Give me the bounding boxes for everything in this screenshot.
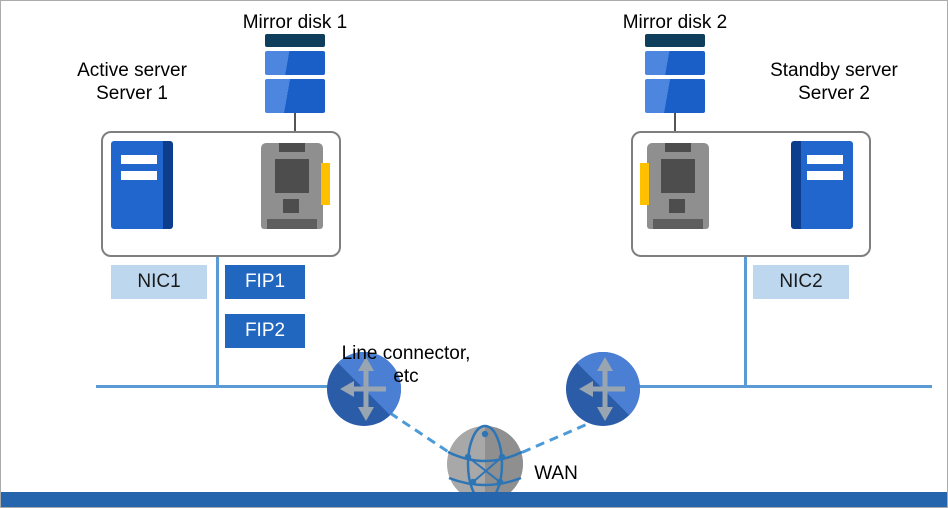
nic1-badge: NIC1 <box>111 265 207 299</box>
card-chip-icon <box>669 199 685 213</box>
tower-slot-icon <box>807 171 843 180</box>
server-1-box <box>101 131 341 257</box>
disk-slab-icon <box>265 79 325 113</box>
lan-segment-left <box>96 385 329 388</box>
line-connector-right-icon <box>565 351 641 427</box>
disk-slab-icon <box>645 79 705 113</box>
card-yellow-tab-icon <box>640 163 649 205</box>
fip1-badge: FIP1 <box>225 265 305 299</box>
disk-slab-icon <box>265 34 325 47</box>
card-base-icon <box>653 219 703 229</box>
disk-cable-1 <box>294 113 296 146</box>
active-server-label-line1: Active server <box>77 60 187 81</box>
standby-server-label: Standby server Server 2 <box>744 59 924 105</box>
card-chip-icon <box>275 159 309 193</box>
server-2-network-line <box>744 257 747 387</box>
nic2-badge: NIC2 <box>753 265 849 299</box>
wan-globe-icon <box>445 424 525 504</box>
line-connector-left-icon <box>326 351 402 427</box>
server-tower-icon <box>111 141 173 229</box>
tower-slot-icon <box>121 155 157 164</box>
card-chip-icon <box>661 159 695 193</box>
disk-slab-icon <box>265 51 325 75</box>
tower-slot-icon <box>121 171 157 180</box>
bottom-accent-bar <box>1 492 947 507</box>
mirror-disk-2-icon <box>645 34 705 113</box>
mirror-disk-connect-card-icon <box>261 143 330 229</box>
standby-server-label-line2: Server 2 <box>798 83 870 104</box>
lan-segment-right <box>638 385 932 388</box>
server-2-box <box>631 131 871 257</box>
fip2-badge: FIP2 <box>225 314 305 348</box>
card-yellow-tab-icon <box>321 163 330 205</box>
standby-server-label-line1: Standby server <box>770 60 898 81</box>
line-connector-label-line1: Line connector, <box>341 343 471 364</box>
card-base-icon <box>267 219 317 229</box>
line-connector-label-line2: etc <box>393 366 419 387</box>
active-server-label-line2: Server 1 <box>96 83 168 104</box>
mirror-disk-1-label: Mirror disk 1 <box>242 12 348 33</box>
wan-label: WAN <box>534 463 578 484</box>
line-connector-label: Line connector, etc <box>331 342 481 388</box>
card-port-icon <box>279 143 305 152</box>
disk-cable-2 <box>674 113 676 146</box>
active-server-label: Active server Server 1 <box>42 59 222 105</box>
disk-slab-icon <box>645 51 705 75</box>
card-port-icon <box>665 143 691 152</box>
card-chip-icon <box>283 199 299 213</box>
mirror-disk-2-label: Mirror disk 2 <box>622 12 728 33</box>
tower-slot-icon <box>807 155 843 164</box>
server-tower-icon <box>791 141 853 229</box>
mirror-disk-connect-card-icon <box>640 143 709 229</box>
disk-slab-icon <box>645 34 705 47</box>
mirror-disk-1-icon <box>265 34 325 113</box>
server-1-network-line <box>216 257 219 387</box>
